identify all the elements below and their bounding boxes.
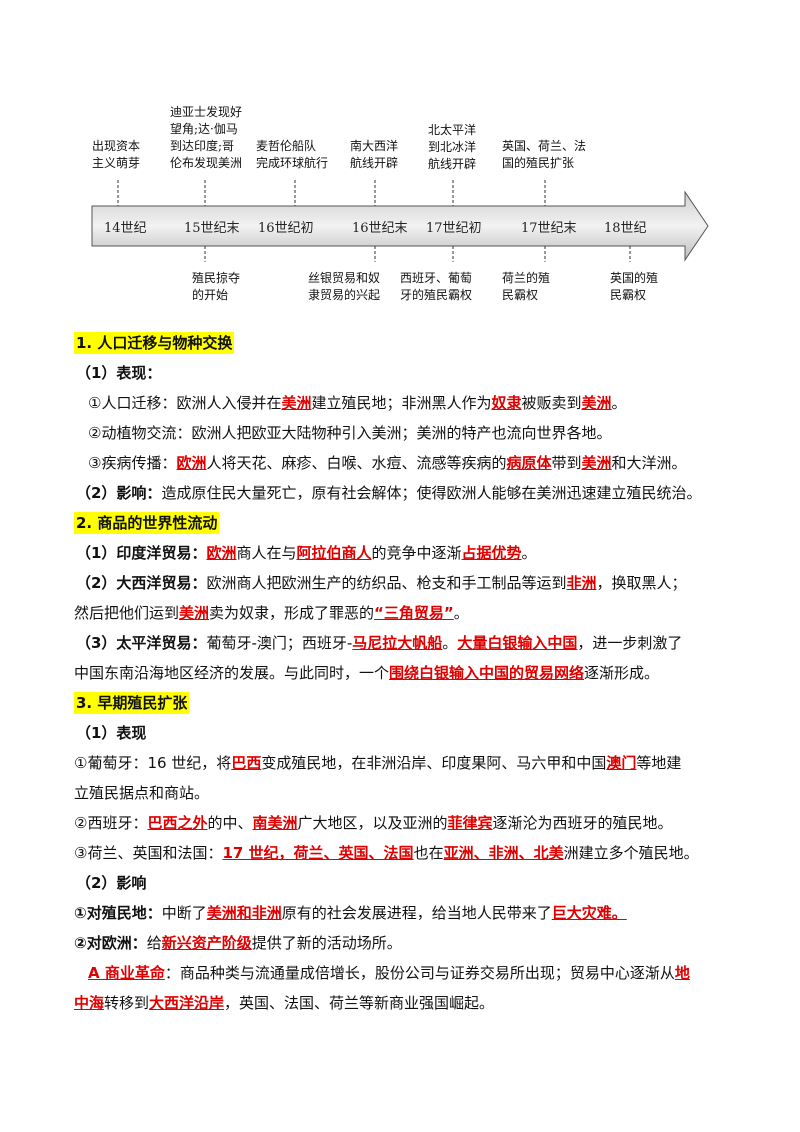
timeline: 14世纪 15世纪末 16世纪初 16世纪末 17世纪初 17世纪末 18世纪 … [0, 0, 800, 330]
event-bottom: 荷兰的殖 民霸权 [502, 271, 551, 302]
event-bottom: 西班牙、葡萄 牙的殖民霸权 [400, 271, 473, 302]
s2-line-atlantic: （2）大西洋贸易：欧洲商人把欧洲生产的纺织品、枪支和手工制品等运到非洲，换取黑人… [76, 574, 687, 592]
s3-line-commerce: A 商业革命：商品种类与流通量成倍增长，股份公司与证券交易所出现；贸易中心逐渐从… [88, 964, 690, 982]
era-label: 18世纪 [604, 221, 647, 236]
s1-line-migration: ①人口迁移：欧洲人入侵并在美洲建立殖民地；非洲黑人作为奴隶被贩卖到美洲。 [88, 394, 627, 412]
section-3-heading: 3. 早期殖民扩张 [74, 692, 190, 714]
s2-line-atlantic-cont: 然后把他们运到美洲卖为奴隶，形成了罪恶的“三角贸易”。 [74, 604, 469, 622]
s3-line-portugal-cont: 立殖民据点和商站。 [74, 784, 210, 802]
era-label: 14世纪 [104, 221, 147, 236]
s3-line-europe: ②对欧洲：给新兴资产阶级提供了新的活动场所。 [74, 934, 402, 952]
s3-line-colonies: ①对殖民地：中断了美洲和非洲原有的社会发展进程，给当地人民带来了巨大灾难。 [74, 904, 627, 922]
era-label: 15世纪末 [184, 221, 240, 236]
s2-line-indian: （1）印度洋贸易：欧洲商人在与阿拉伯商人的竞争中逐渐占据优势。 [76, 544, 537, 562]
section-1-heading: 1. 人口迁移与物种交换 [74, 332, 235, 354]
event-top: 麦哲伦船队 完成环球航行 [256, 139, 329, 170]
event-bottom: 英国的殖 民霸权 [610, 271, 659, 302]
s1-line-disease: ③疾病传播：欧洲人将天花、麻疹、白喉、水痘、流感等疾病的病原体带到美洲和大洋洲。 [88, 454, 687, 472]
event-bottom: 丝银贸易和奴 隶贸易的兴起 [308, 271, 381, 302]
s1-line-impact: （2）影响：造成原住民大量死亡，原有社会解体；使得欧洲人能够在美洲迅速建立殖民统… [76, 484, 702, 502]
s2-line-pacific-cont: 中国东南沿海地区经济的发展。与此同时，一个围绕白银输入中国的贸易网络逐渐形成。 [74, 664, 660, 682]
section-2-heading: 2. 商品的世界性流动 [74, 512, 220, 534]
s3-line-spain: ②西班牙：巴西之外的中、南美洲广大地区，以及亚洲的菲律宾逐渐沦为西班牙的殖民地。 [74, 814, 673, 832]
event-top: 迪亚士发现好 望角;达·伽马 到达印度;哥 伦布发现美洲 [170, 105, 243, 170]
s3-line-commerce-cont: 中海转移到大西洋沿岸，英国、法国、荷兰等新商业强国崛起。 [74, 994, 495, 1012]
s3-performance-head: （1）表现 [76, 724, 147, 742]
event-top: 英国、荷兰、法 国的殖民扩张 [502, 139, 587, 170]
s1-line-species: ②动植物交流：欧洲人把欧亚大陆物种引入美洲；美洲的特产也流向世界各地。 [88, 424, 612, 442]
notes-body: 1. 人口迁移与物种交换 （1）表现： ①人口迁移：欧洲人入侵并在美洲建立殖民地… [74, 328, 754, 1018]
s3-impact-head: （2）影响 [76, 874, 147, 892]
timeline-arrow [91, 180, 709, 262]
s1-performance-head: （1）表现： [76, 364, 162, 382]
s2-line-pacific: （3）太平洋贸易：葡萄牙-澳门；西班牙-马尼拉大帆船。大量白银输入中国，进一步刺… [76, 634, 683, 652]
era-label: 16世纪初 [258, 221, 314, 236]
event-top: 出现资本 主义萌芽 [92, 139, 141, 170]
s3-line-others: ③荷兰、英国和法国：17 世纪，荷兰、英国、法国也在亚洲、非洲、北美洲建立多个殖… [74, 844, 699, 862]
era-label: 16世纪末 [352, 221, 408, 236]
s3-line-portugal: ①葡萄牙：16 世纪，将巴西变成殖民地，在非洲沿岸、印度果阿、马六甲和中国澳门等… [74, 754, 682, 772]
event-top: 北太平洋 到北冰洋 航线开辟 [428, 123, 477, 171]
era-label: 17世纪末 [521, 221, 577, 236]
event-top: 南大西洋 航线开辟 [350, 139, 399, 170]
era-label: 17世纪初 [426, 221, 482, 236]
event-bottom: 殖民掠夺 的开始 [192, 271, 241, 302]
